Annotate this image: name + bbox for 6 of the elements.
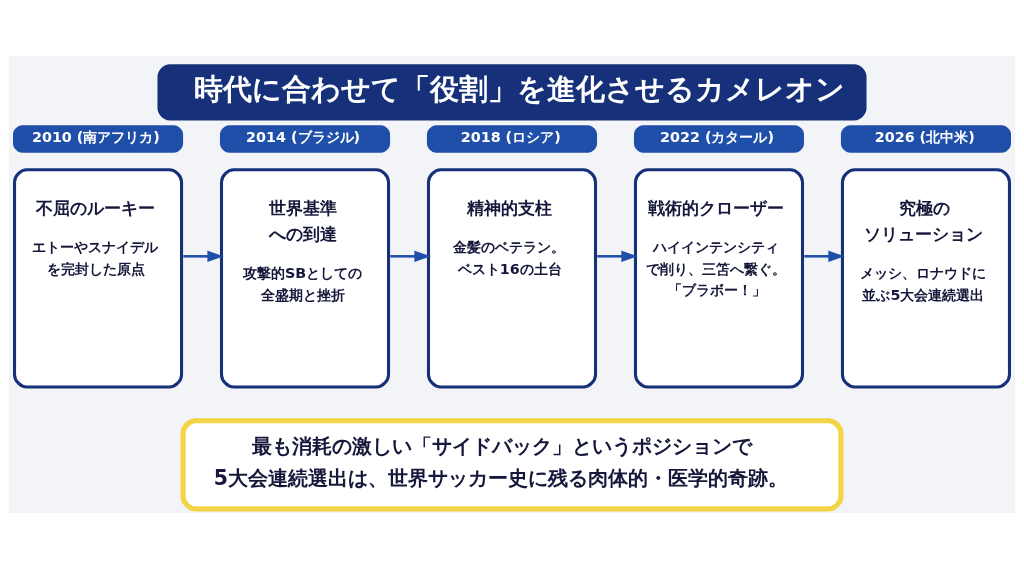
diagram-title: 時代に合わせて「役割」を進化させるカメレオン [193,71,845,106]
arrow [183,250,224,263]
arrow [390,250,431,263]
node-box: 最も消耗の激しい「サイドバック」というポジションで5大会連続選出は、世界サッカー史に残る肉体的・医学的奇跡。 [180,418,844,512]
arrow [597,250,638,263]
arrow [804,250,845,263]
